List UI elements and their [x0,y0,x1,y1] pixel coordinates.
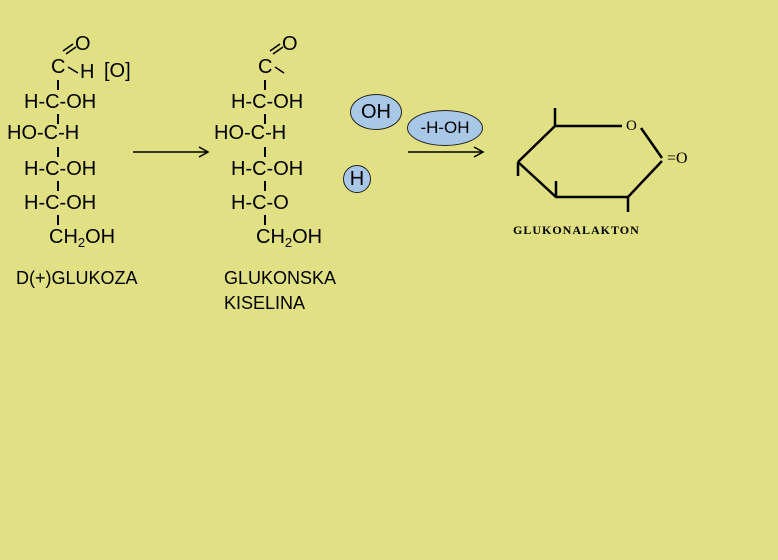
double-bond [62,43,74,52]
lactone-ring [516,108,664,212]
bond [57,215,59,225]
glucose-row-2: HO-C-H [7,122,80,144]
bond [264,215,266,225]
bond [57,181,59,191]
glucose-aldehyde-carbon: C [51,56,66,78]
glucose-row-4: H-C-OH [24,192,97,214]
h-bubble: H [343,165,371,193]
bond [264,147,266,157]
bond [57,114,59,124]
gluconic-ch2oh: CH2OH [256,226,323,250]
oh-bubble: OH [350,94,402,130]
gluconic-top-oxygen: O [282,33,298,55]
gluconic-row-4: H-C-O [231,192,289,214]
bond [57,147,59,157]
glucose-row-3: H-C-OH [24,158,97,180]
lactone-ring-oxygen: O [626,118,637,134]
gluconic-top-carbon: C [258,56,273,78]
gluconic-row-1: H-C-OH [231,91,304,113]
bond [57,80,59,90]
oxidant-label: [O] [104,60,131,82]
glucose-row-1: H-C-OH [24,91,97,113]
glucose-name: D(+)GLUKOZA [16,268,138,288]
aldehyde-h-bond [67,66,79,74]
single-bond [274,66,285,74]
arrow-1 [133,146,210,158]
bond [264,80,266,90]
glucose-ch2oh: CH2OH [49,226,116,250]
bond [264,181,266,191]
lactone-carbonyl: =O [667,150,688,167]
double-bond [272,46,284,55]
double-bond [65,46,77,55]
gluconic-name-line1: GLUKONSKA [224,268,337,288]
arrow-2 [408,146,485,158]
water-bubble: -H-OH [407,110,483,146]
double-bond [269,43,281,52]
bond [264,114,266,124]
gluconic-name-line2: KISELINA [224,293,306,313]
lactone-name: GLUKONALAKTON [513,223,640,237]
gluconic-row-2: HO-C-H [214,122,287,144]
glucose-aldehyde-hydrogen: H [80,61,95,83]
gluconic-row-3: H-C-OH [231,158,304,180]
glucose-aldehyde-oxygen: O [75,33,91,55]
